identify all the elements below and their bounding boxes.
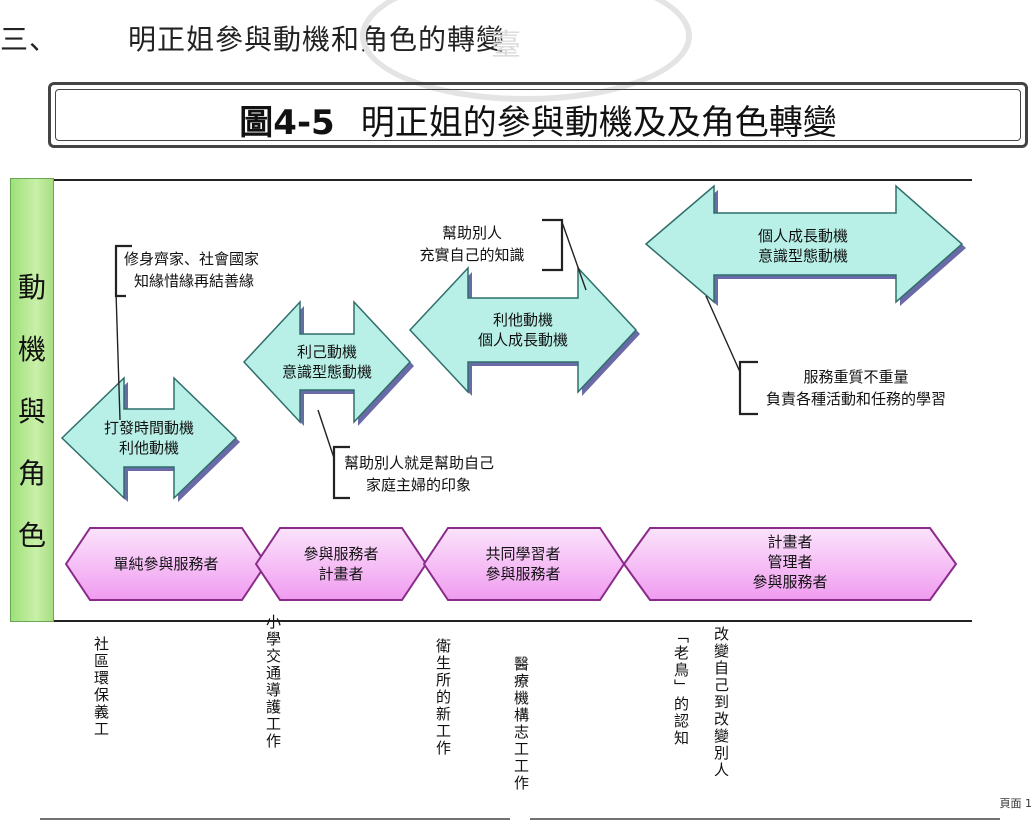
- callout-bracket-1: [114, 244, 132, 298]
- callout-leader-3: [561, 221, 587, 291]
- page-number: 頁面 1: [999, 797, 1033, 810]
- arrow-1-label: 打發時間動機 利他動機: [84, 418, 214, 458]
- callout-bracket-3: [542, 218, 564, 272]
- side-label-char-4: 角: [17, 457, 46, 490]
- role-2-label: 參與服務者 計畫者: [276, 544, 406, 584]
- section-number: 三、: [0, 23, 59, 56]
- callout-2-line-2: 家庭主婦的印象: [366, 476, 472, 494]
- motivation-arrow-1: [60, 376, 240, 502]
- event-5: 「老鳥」的認知: [672, 628, 690, 747]
- arrow-3-label: 利他動機 個人成長動機: [448, 310, 598, 350]
- role-4-label: 計畫者 管理者 參與服務者: [700, 532, 880, 592]
- callout-3-line-2: 充實自己的知識: [419, 246, 525, 264]
- role-3-label: 共同學習者 參與服務者: [448, 544, 598, 584]
- role-4-line-1: 計畫者: [767, 533, 813, 551]
- callout-leader-2: [317, 409, 335, 459]
- role-3-line-1: 共同學習者: [485, 545, 561, 563]
- figure-title: 圖4-5 明正姐的參與動機及及角色轉變: [51, 95, 1025, 144]
- arrow-4-label: 個人成長動機 意識型態動機: [728, 226, 878, 266]
- figure-title-frame: 圖4-5 明正姐的參與動機及及角色轉變: [48, 82, 1028, 148]
- side-label-char-3: 與: [17, 395, 46, 428]
- motivation-arrow-2: [242, 300, 414, 426]
- callout-note-4: 服務重質不重量 負責各種活動和任務的學習: [750, 366, 962, 410]
- callout-leader-1: [115, 291, 121, 421]
- event-3: 衛生所的新工作: [434, 638, 452, 757]
- arrow-4-line-1: 個人成長動機: [757, 227, 848, 245]
- event-1: 社區環保義工: [92, 636, 110, 738]
- side-label-char-2: 機: [17, 333, 46, 366]
- role-4-line-2: 管理者: [767, 553, 813, 571]
- side-label-char-5: 色: [17, 519, 46, 552]
- arrow-1-line-2: 利他動機: [118, 439, 179, 457]
- callout-4-line-2: 負責各種活動和任務的學習: [765, 390, 946, 408]
- side-label-bar: 動 機 與 角 色: [10, 178, 54, 622]
- event-4: 醫療機構志工工作: [512, 656, 530, 792]
- arrow-2-label: 利己動機 意識型態動機: [262, 342, 392, 382]
- role-3-line-2: 參與服務者: [485, 565, 561, 583]
- figure-label: 圖4-5: [239, 103, 335, 143]
- callout-3-line-1: 幫助別人: [441, 224, 502, 242]
- callout-note-1: 修身齊家、社會國家 知緣惜緣再結善緣: [124, 248, 259, 292]
- arrow-1-line-1: 打發時間動機: [103, 419, 194, 437]
- arrow-2-line-1: 利己動機: [296, 343, 357, 361]
- arrow-3-line-1: 利他動機: [492, 311, 553, 329]
- role-2-line-1: 參與服務者: [303, 545, 379, 563]
- callout-bracket-2: [332, 445, 350, 500]
- role-2-line-2: 計畫者: [318, 565, 364, 583]
- callout-note-3: 幫助別人 充實自己的知識: [404, 222, 540, 266]
- arrow-4-line-2: 意識型態動機: [757, 247, 848, 265]
- callout-4-line-1: 服務重質不重量: [803, 368, 909, 386]
- motivation-arrow-3: [408, 266, 640, 396]
- callout-leader-4: [705, 295, 741, 373]
- callout-note-2: 幫助別人就是幫助自己 家庭主婦的印象: [344, 452, 494, 496]
- watermark-character: 臺: [491, 28, 521, 63]
- callout-1-line-2: 知緣惜緣再結善緣: [134, 272, 255, 290]
- event-2: 小學交通導護工作: [264, 614, 282, 750]
- callout-bracket-4: [738, 360, 758, 416]
- role-1-label: 單純參與服務者: [86, 554, 246, 574]
- callout-2-line-1: 幫助別人就是幫助自己: [344, 454, 495, 472]
- role-hexagon-4: [622, 527, 958, 601]
- motivation-arrow-4: [644, 184, 966, 306]
- arrow-2-line-2: 意識型態動機: [281, 363, 372, 381]
- role-4-line-3: 參與服務者: [752, 573, 828, 591]
- figure-title-text: 明正姐的參與動機及及角色轉變: [360, 103, 837, 143]
- side-label-char-1: 動: [17, 271, 46, 304]
- role-1-line-1: 單純參與服務者: [113, 555, 219, 573]
- callout-1-line-1: 修身齊家、社會國家: [124, 250, 260, 268]
- event-6: 改變自己到改變別人: [712, 626, 730, 779]
- arrow-3-line-2: 個人成長動機: [477, 331, 568, 349]
